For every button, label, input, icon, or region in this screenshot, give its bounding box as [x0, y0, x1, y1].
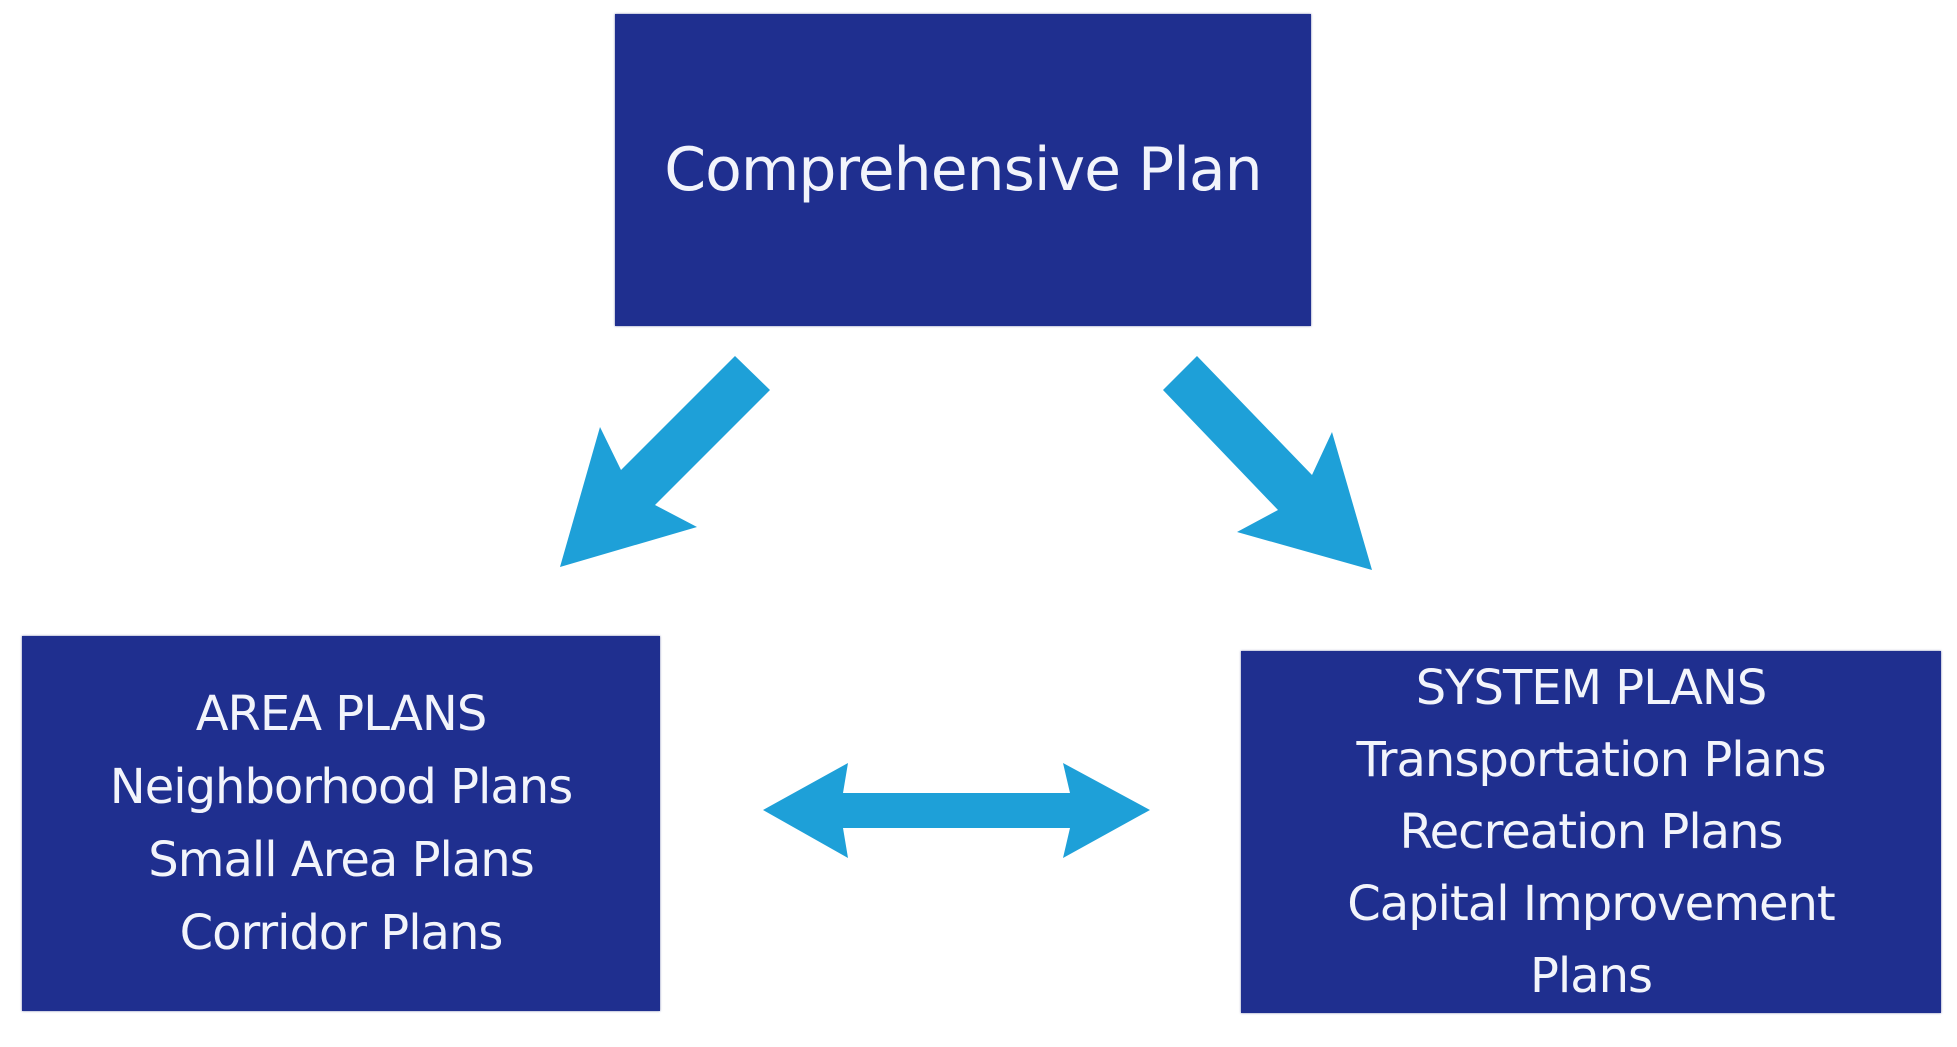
area-plans-item: Neighborhood Plans: [109, 758, 573, 815]
arrow-down-right-icon: [1163, 356, 1372, 570]
system-plans-box: SYSTEM PLANS Transportation Plans Recrea…: [1241, 651, 1941, 1013]
area-plans-box: AREA PLANS Neighborhood Plans Small Area…: [22, 636, 660, 1011]
system-plans-item: Recreation Plans: [1399, 804, 1783, 860]
system-plans-item: Capital Improvement: [1347, 876, 1835, 932]
double-arrow-icon: [763, 763, 1150, 858]
area-plans-heading: AREA PLANS: [195, 685, 488, 742]
comprehensive-plan-title: Comprehensive Plan: [664, 135, 1262, 205]
system-plans-heading: SYSTEM PLANS: [1415, 660, 1768, 716]
comprehensive-plan-box: Comprehensive Plan: [615, 14, 1311, 326]
system-plans-item: Transportation Plans: [1356, 732, 1827, 788]
arrow-down-left-icon: [560, 356, 770, 567]
area-plans-item: Small Area Plans: [148, 831, 534, 888]
area-plans-item: Corridor Plans: [179, 904, 504, 961]
system-plans-item: Plans: [1529, 948, 1653, 1004]
